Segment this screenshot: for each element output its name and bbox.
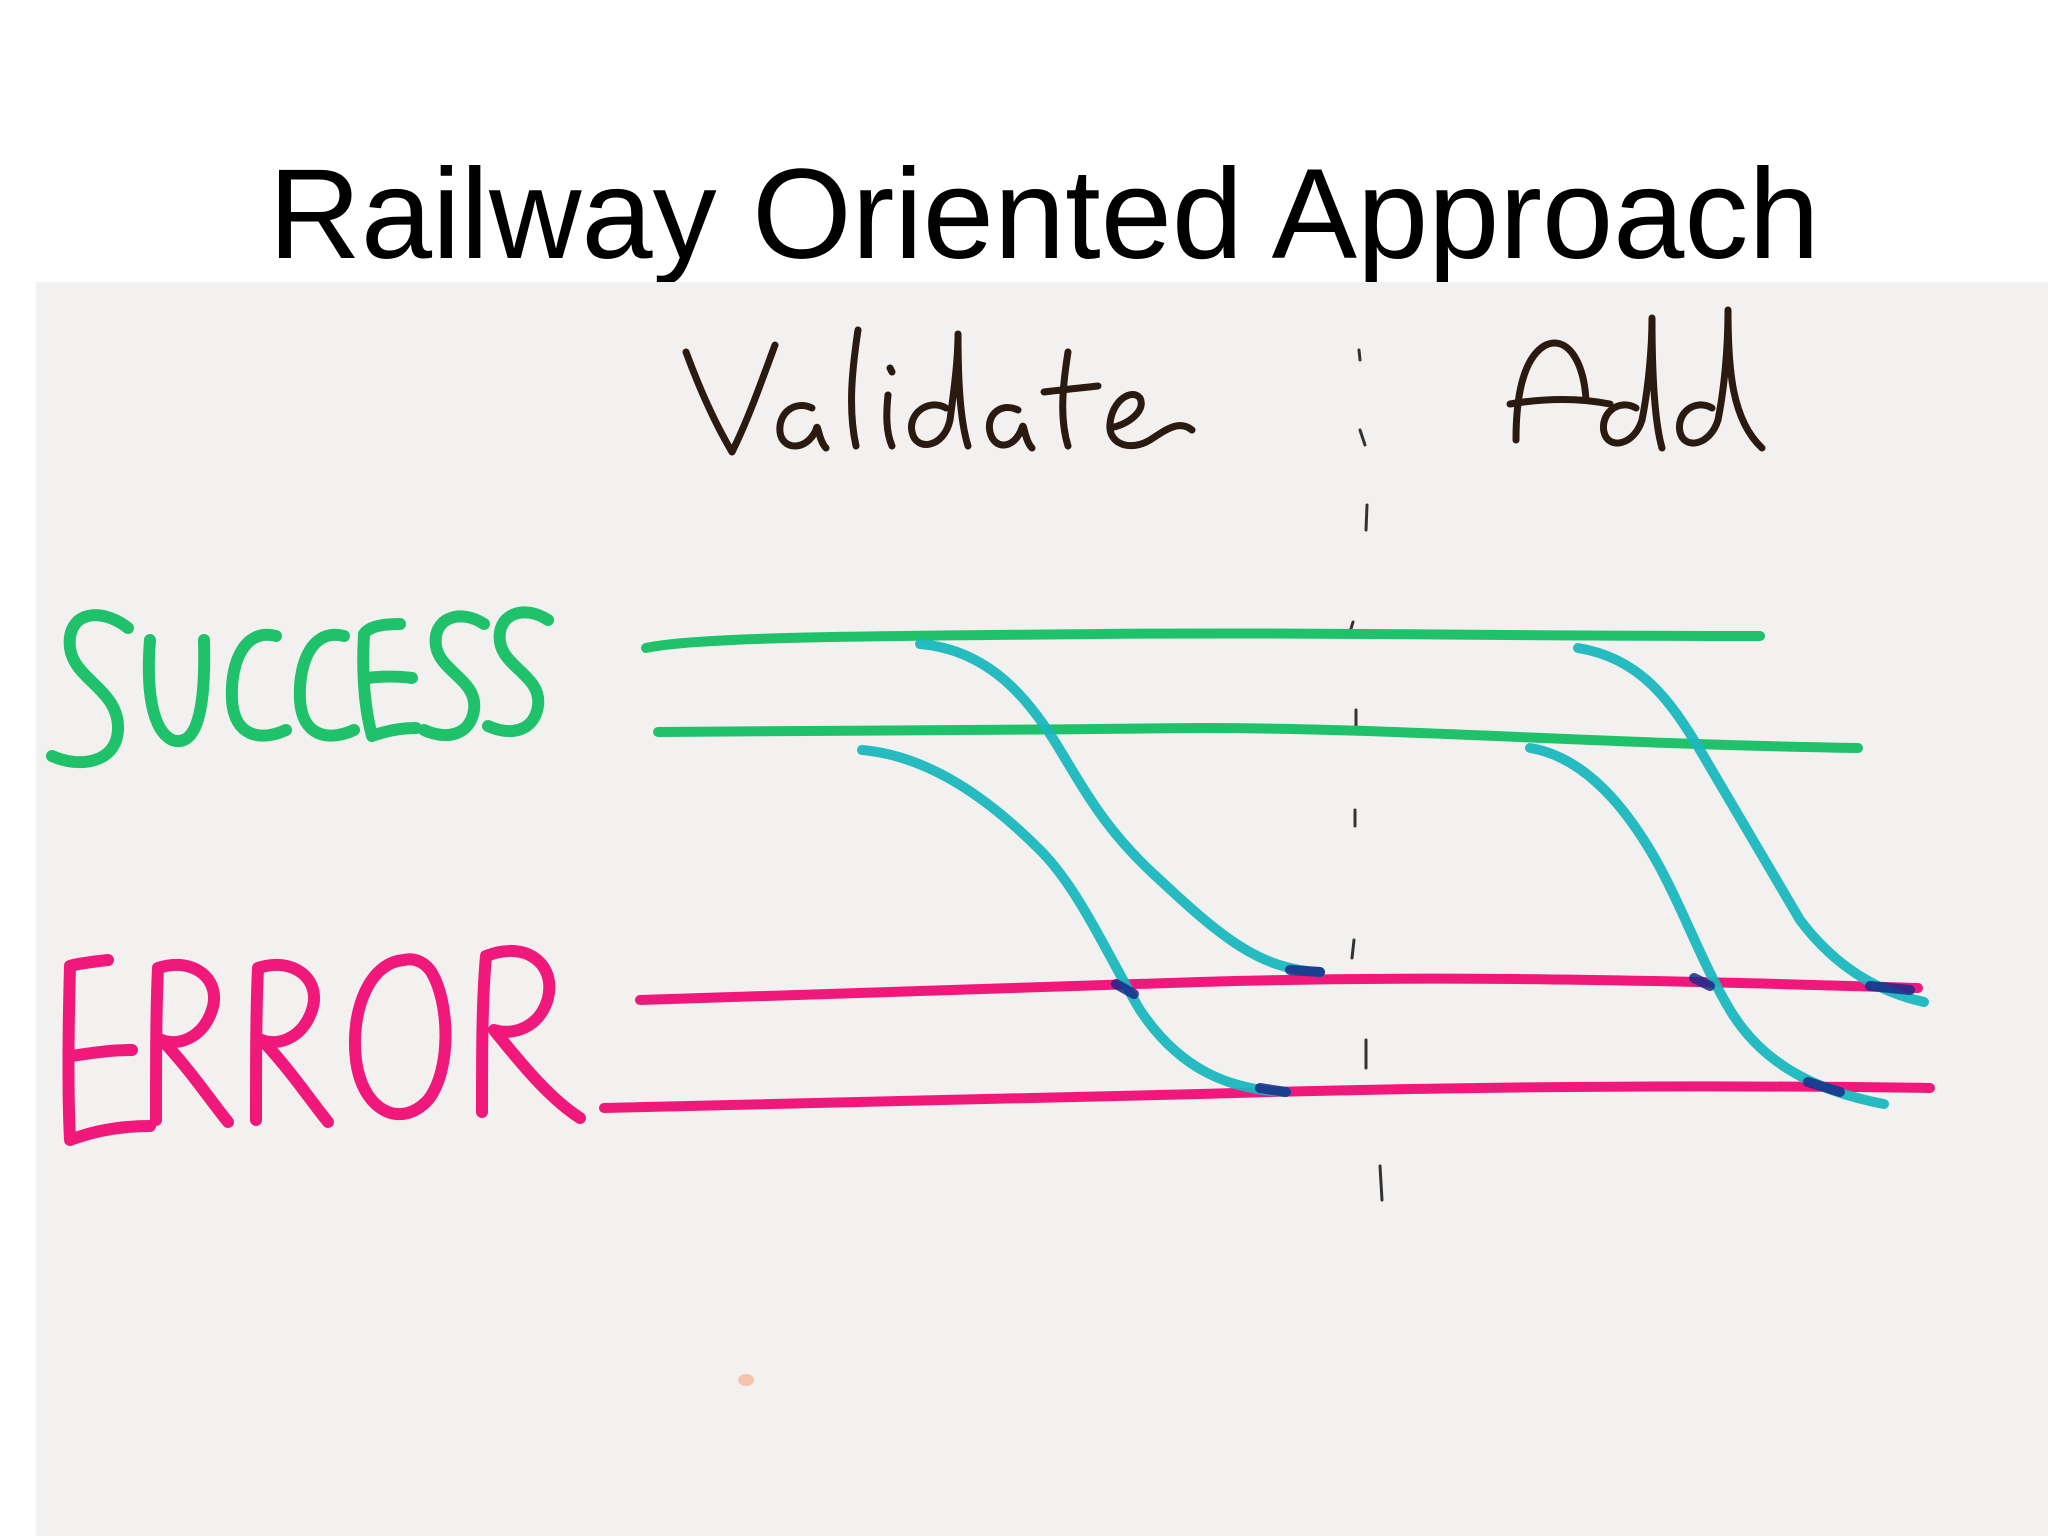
switch-tracks bbox=[857, 639, 1929, 1109]
error-track-upper bbox=[635, 973, 1923, 1005]
step-label-validate bbox=[682, 326, 1196, 456]
add-switch-upper bbox=[1573, 643, 1929, 1007]
whiteboard bbox=[36, 282, 2048, 1536]
success-track-lower bbox=[653, 723, 1863, 753]
track-label-error bbox=[62, 945, 586, 1146]
junction-marks bbox=[1111, 965, 1915, 1097]
step-divider bbox=[1348, 348, 1384, 1202]
error-track-lower bbox=[599, 1081, 1935, 1113]
success-track-upper bbox=[641, 628, 1765, 653]
success-tracks bbox=[641, 628, 1863, 753]
track-label-success bbox=[46, 606, 554, 769]
error-tracks bbox=[599, 973, 1935, 1113]
step-label-add bbox=[1506, 306, 1766, 452]
add-switch-lower bbox=[1525, 743, 1889, 1109]
validate-switch-lower bbox=[857, 745, 1291, 1097]
validate-switch-upper bbox=[915, 639, 1325, 977]
stray-mark bbox=[738, 1374, 754, 1386]
slide-title: Railway Oriented Approach bbox=[268, 143, 1820, 286]
